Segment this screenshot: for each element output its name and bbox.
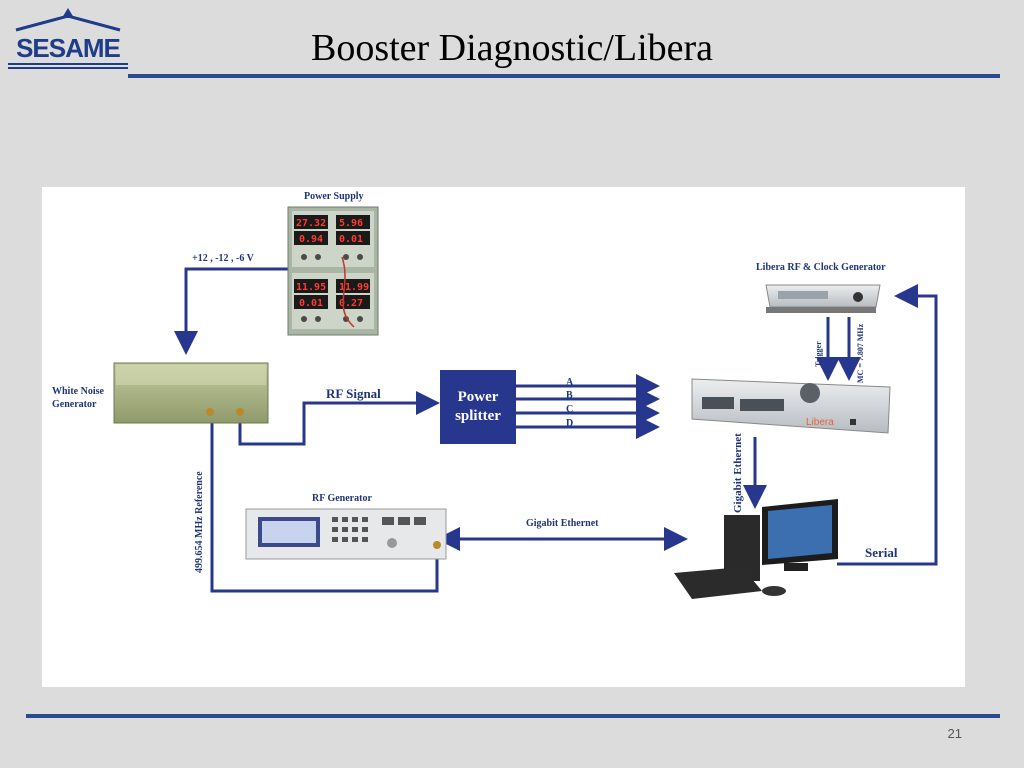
rf-generator-image <box>245 508 447 560</box>
white-noise-generator-image <box>113 362 269 424</box>
diagram-graphics: 27.32 5.96 0.94 0.01 11.95 11.99 0.01 0.… <box>113 206 938 599</box>
ps-display-6: 11.99 <box>339 282 369 293</box>
ps-display-3: 0.94 <box>299 234 323 245</box>
ps-display-2: 5.96 <box>339 218 363 229</box>
channel-a-label: A <box>566 377 574 388</box>
white-noise-label: White Noise Generator <box>52 385 104 411</box>
channel-d-label: D <box>566 418 574 429</box>
reference-label: 499.654 MHz Reference <box>194 471 205 573</box>
voltages-label: +12 , -12 , -6 V <box>192 253 254 264</box>
connection-lines <box>174 267 938 593</box>
diagram-panel: 27.32 5.96 0.94 0.01 11.95 11.99 0.01 0.… <box>42 187 965 687</box>
ps-display-5: 11.95 <box>296 282 326 293</box>
libera-generator-label: Libera RF & Clock Generator <box>756 262 886 273</box>
slide-title: Booster Diagnostic/Libera <box>310 27 714 69</box>
top-rule <box>128 74 1000 78</box>
channel-c-label: C <box>566 404 574 415</box>
serial-line <box>837 284 938 566</box>
logo-text: SESAME <box>16 33 121 63</box>
mc-label: MC = 7.807 MHz <box>856 323 865 383</box>
ps-display-8: 0.27 <box>339 298 363 309</box>
power-supply-label: Power Supply <box>304 191 364 202</box>
rf-generator-label: RF Generator <box>312 493 372 504</box>
ps-display-1: 27.32 <box>296 218 326 229</box>
power-splitter-box: Power splitter <box>440 370 516 444</box>
libera-unit-image: Libera <box>691 378 891 434</box>
trigger-label: Trigger <box>814 341 823 367</box>
white-noise-line1: White Noise <box>52 386 104 397</box>
libera-rf-generator-image <box>765 284 881 313</box>
rf-signal-label: RF Signal <box>326 386 381 401</box>
power-supply-image: 27.32 5.96 0.94 0.01 11.95 11.99 0.01 0.… <box>287 206 379 336</box>
ps-display-4: 0.01 <box>339 234 363 245</box>
serial-label: Serial <box>865 545 898 560</box>
rf-signal-line <box>238 391 440 446</box>
page-number: 21 <box>947 726 962 741</box>
gigabit-horizontal-label: Gigabit Ethernet <box>526 518 599 529</box>
white-noise-line2: Generator <box>52 399 97 410</box>
splitter-line2: splitter <box>455 408 501 424</box>
computer-image <box>674 499 838 599</box>
bottom-rule <box>26 714 1000 718</box>
gigabit-vertical-label: Gigabit Ethernet <box>732 433 744 513</box>
ps-display-7: 0.01 <box>299 298 323 309</box>
channel-b-label: B <box>566 390 573 401</box>
sesame-logo: SESAME <box>6 6 130 72</box>
reference-line <box>210 423 439 593</box>
power-line <box>174 267 288 355</box>
splitter-line1: Power <box>457 389 499 405</box>
libera-brand: Libera <box>806 417 834 428</box>
